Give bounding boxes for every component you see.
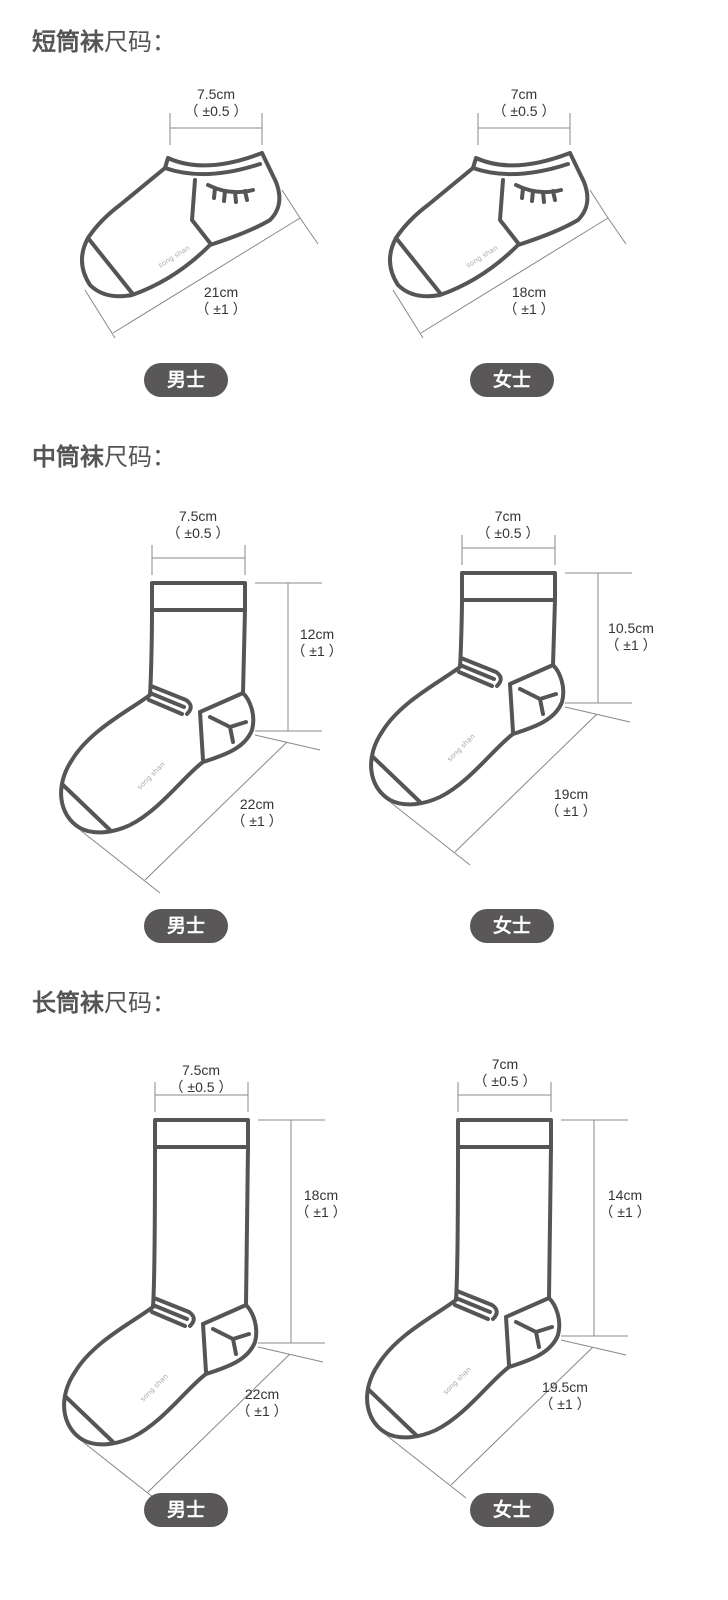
length-label: 18cm（ ±1 ） bbox=[503, 284, 555, 317]
height-label: 14cm（ ±1 ） bbox=[599, 1187, 651, 1220]
height-label: 10.5cm（ ±1 ） bbox=[605, 620, 657, 653]
width-label: 7cm（ ±0.5 ） bbox=[492, 86, 556, 119]
section-title-long: 长筒袜尺码： bbox=[32, 983, 176, 1018]
width-label: 7.5cm（ ±0.5 ） bbox=[169, 1062, 233, 1095]
width-label: 7.5cm（ ±0.5 ） bbox=[166, 508, 230, 541]
men-badge: 男士 bbox=[144, 1493, 228, 1527]
title-bold: 长筒袜 bbox=[32, 989, 104, 1017]
men-badge: 男士 bbox=[144, 363, 228, 397]
title-rest: 尺码： bbox=[104, 989, 176, 1017]
length-label: 22cm（ ±1 ） bbox=[236, 1386, 288, 1419]
title-bold: 中筒袜 bbox=[32, 443, 104, 471]
height-label: 18cm（ ±1 ） bbox=[295, 1187, 347, 1220]
title-rest: 尺码： bbox=[104, 443, 176, 471]
long-sock-women: song shan bbox=[365, 1082, 628, 1499]
length-label: 19.5cm（ ±1 ） bbox=[539, 1379, 591, 1412]
women-badge: 女士 bbox=[470, 1493, 554, 1527]
brand-logo: song shan bbox=[139, 1372, 170, 1403]
women-badge: 女士 bbox=[470, 909, 554, 943]
brand-logo: song shan bbox=[442, 1365, 473, 1396]
section-title-short: 短筒袜尺码： bbox=[32, 22, 176, 57]
long-sock-men: song shan bbox=[62, 1082, 325, 1506]
height-label: 12cm（ ±1 ） bbox=[291, 626, 343, 659]
title-rest: 尺码： bbox=[104, 28, 176, 56]
width-label: 7cm（ ±0.5 ） bbox=[473, 1056, 537, 1089]
width-label: 7cm（ ±0.5 ） bbox=[476, 508, 540, 541]
length-label: 21cm（ ±1 ） bbox=[195, 284, 247, 317]
width-label: 7.5cm（ ±0.5 ） bbox=[184, 86, 248, 119]
mid-sock-men: song shan bbox=[59, 545, 322, 894]
length-label: 19cm（ ±1 ） bbox=[545, 786, 597, 819]
section-title-mid: 中筒袜尺码： bbox=[32, 437, 176, 472]
brand-logo: song shan bbox=[136, 760, 167, 791]
men-badge: 男士 bbox=[144, 909, 228, 943]
title-bold: 短筒袜 bbox=[32, 28, 104, 56]
length-label: 22cm（ ±1 ） bbox=[231, 796, 283, 829]
women-badge: 女士 bbox=[470, 363, 554, 397]
brand-logo: song shan bbox=[446, 732, 477, 763]
